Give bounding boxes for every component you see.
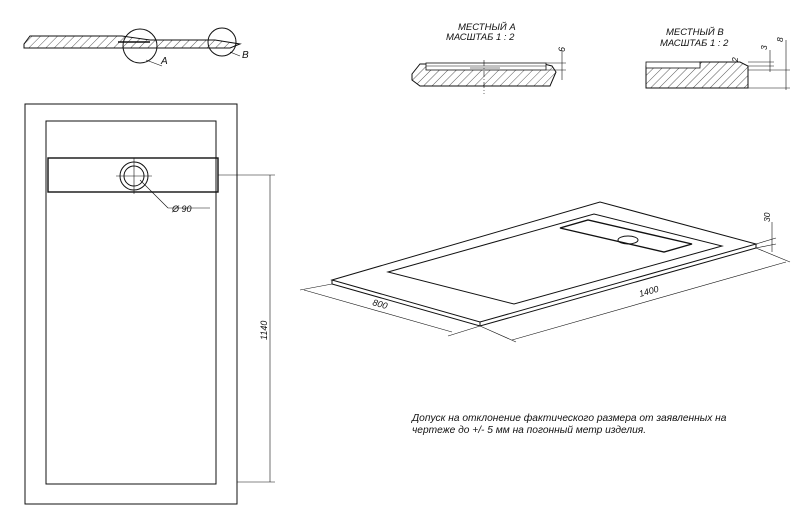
- callout-circle-a: [122, 28, 158, 64]
- iso-top: [330, 201, 758, 323]
- drain-diameter: Ø 90: [171, 204, 192, 214]
- tray-inner: [45, 120, 217, 485]
- drain-channel: [47, 157, 219, 193]
- iso-drain: [617, 235, 639, 245]
- iso-inner: [386, 213, 724, 305]
- tray-outline: [24, 103, 238, 505]
- plan-view: Ø 90 1140: [24, 103, 275, 505]
- iso-height-dim: 30: [762, 212, 772, 222]
- isometric-view: 800 1400 30: [299, 201, 791, 343]
- detail-b: МЕСТНЫЙ В МАСШТАБ 1 : 2 2 3 8: [645, 26, 790, 90]
- label-a: A: [160, 56, 168, 67]
- detail-b-dim-3: 3: [759, 45, 769, 50]
- detail-a-scale: МАСШТАБ 1 : 2: [446, 32, 515, 43]
- tolerance-note: Допуск на отклонение фактического размер…: [412, 413, 752, 437]
- detail-a-dim: 6: [557, 47, 567, 52]
- note-line-2: чертеже до +/- 5 мм на погонный метр изд…: [412, 425, 647, 436]
- label-b: B: [242, 50, 249, 61]
- iso-length-dim: 1400: [638, 284, 660, 299]
- detail-b-dim-8: 8: [775, 37, 785, 42]
- note-line-1: Допуск на отклонение фактического размер…: [412, 413, 727, 424]
- detail-a: МЕСТНЫЙ А МАСШТАБ 1 : 2 6: [411, 21, 567, 94]
- detail-a-title: МЕСТНЫЙ А: [458, 21, 516, 33]
- detail-b-dim-2: 2: [730, 57, 740, 63]
- callout-circle-b: [207, 27, 237, 57]
- iso-width-dim: 800: [371, 297, 388, 311]
- section-profile: A B: [23, 27, 249, 67]
- detail-b-title: МЕСТНЫЙ В: [666, 26, 724, 38]
- plan-length-dim: 1140: [259, 321, 269, 340]
- detail-b-scale: МАСШТАБ 1 : 2: [660, 38, 729, 49]
